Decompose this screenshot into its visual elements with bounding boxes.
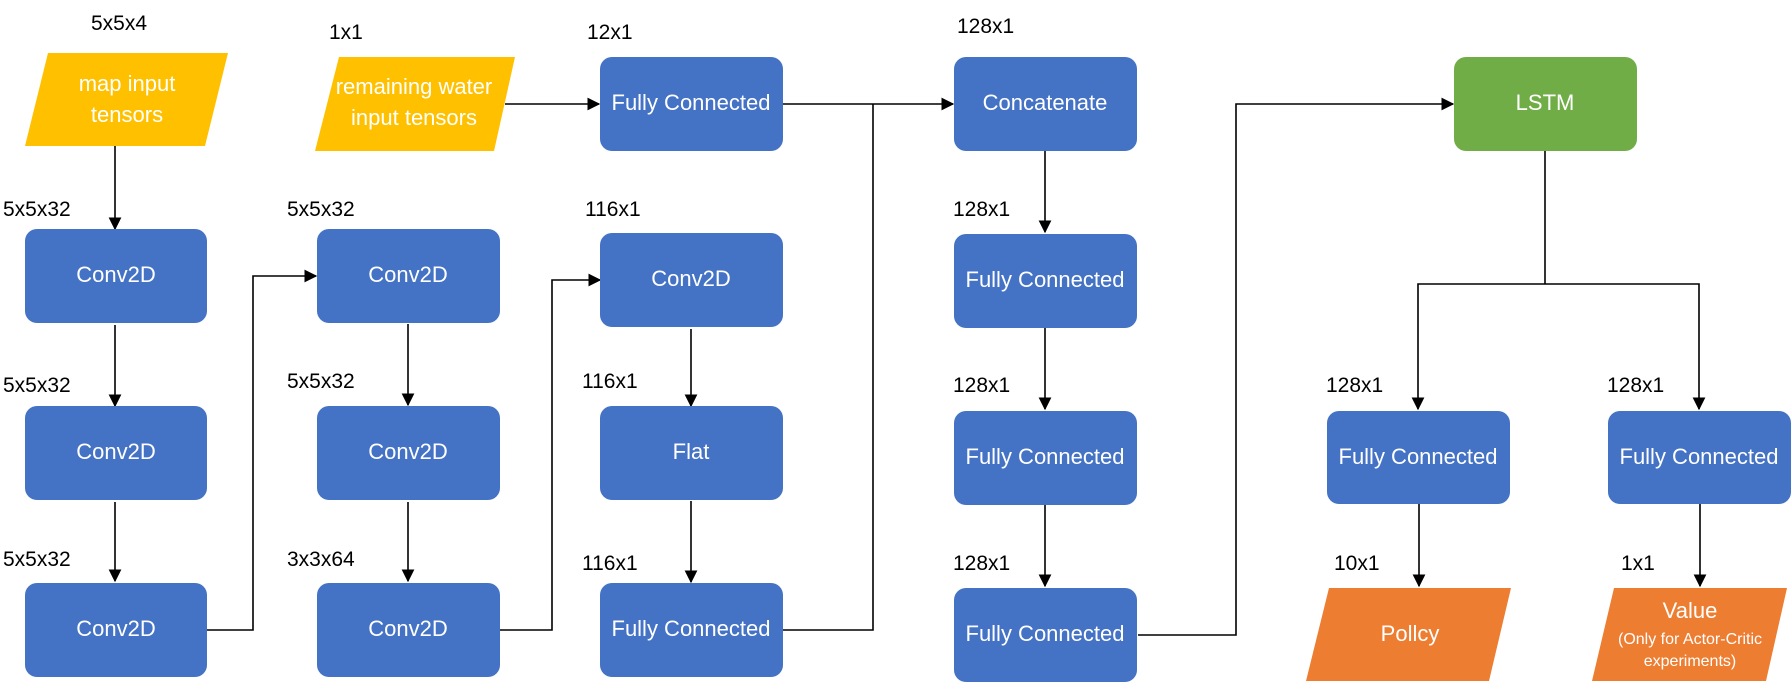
value-output-dim: 1x1 <box>1621 552 1655 575</box>
water-input-shape <box>315 57 515 151</box>
layer-label: Fully Connected <box>966 444 1125 469</box>
col1-layer-1: Conv2D 5x5x32 <box>3 198 207 323</box>
layer-label: Conv2D <box>368 616 447 641</box>
fully-connected-box <box>954 234 1137 328</box>
layer-dim: 116x1 <box>585 198 641 221</box>
layer-label: Fully Connected <box>966 267 1125 292</box>
layer-label: Fully Connected <box>612 616 771 641</box>
value-output-note-line1: (Only for Actor-Critic <box>1618 631 1762 648</box>
concatenate-box <box>954 57 1137 151</box>
conv2d-box <box>25 406 207 500</box>
layer-dim: 128x1 <box>1326 374 1383 397</box>
conv2d-box <box>600 233 783 327</box>
policy-head-fc: Fully Connected 128x1 <box>1326 374 1510 504</box>
conv2d-box <box>25 583 207 677</box>
fully-connected-box <box>600 57 783 151</box>
fully-connected-box <box>954 411 1137 505</box>
policy-output-label: Pollcy <box>1381 621 1440 646</box>
col2-layer-2: Conv2D 5x5x32 <box>287 370 500 500</box>
arrow-c3fc-to-concat <box>783 104 874 631</box>
lstm-label: LSTM <box>1516 90 1575 115</box>
layer-dim: 5x5x32 <box>287 198 355 221</box>
layer-dim: 128x1 <box>1607 374 1664 397</box>
water-input-node: remaining water input tensors 1x1 <box>315 21 515 151</box>
layer-dim: 128x1 <box>953 552 1010 575</box>
map-input-node: map input tensors 5x5x4 <box>25 12 228 146</box>
layer-label: Flat <box>673 439 710 464</box>
layer-label: Conv2D <box>76 262 155 287</box>
layer-label: Fully Connected <box>1339 444 1498 469</box>
water-input-label-line2: input tensors <box>351 105 477 130</box>
col3-layer-conv: Conv2D 116x1 <box>585 198 783 327</box>
value-output-shape <box>1592 588 1787 681</box>
col4-layer-fc1: Fully Connected 128x1 <box>953 198 1137 328</box>
conv2d-box <box>317 406 500 500</box>
layer-label: Concatenate <box>983 90 1108 115</box>
layer-label: Conv2D <box>368 439 447 464</box>
col4-layer-concat: Concatenate 128x1 <box>954 15 1137 151</box>
layer-dim: 128x1 <box>957 15 1014 38</box>
value-output-node: Value (Only for Actor-Critic experiments… <box>1592 552 1787 681</box>
fully-connected-box <box>954 588 1137 682</box>
arrow-lstm-to-policy-fc <box>1411 283 1545 411</box>
layer-dim: 5x5x32 <box>3 198 71 221</box>
arrow-col2-to-col3 <box>500 273 602 631</box>
conv2d-box <box>25 229 207 323</box>
layer-label: Conv2D <box>651 266 730 291</box>
value-output-label: Value <box>1663 598 1718 623</box>
layer-dim: 116x1 <box>582 552 638 575</box>
connectors <box>108 97 1707 636</box>
layer-label: Fully Connected <box>612 90 771 115</box>
policy-output-dim: 10x1 <box>1334 552 1380 575</box>
value-head-fc: Fully Connected 128x1 <box>1607 374 1791 504</box>
col3-layer-flat: Flat 116x1 <box>582 370 783 500</box>
arrow-fc3-to-lstm <box>1138 97 1455 636</box>
layer-dim: 5x5x32 <box>3 548 71 571</box>
conv2d-box <box>317 583 500 677</box>
map-input-dim: 5x5x4 <box>91 12 147 35</box>
water-input-label-line1: remaining water <box>336 74 493 99</box>
layer-label: Fully Connected <box>1620 444 1779 469</box>
fully-connected-box <box>1608 411 1791 504</box>
col3-layer-fc-bottom: Fully Connected 116x1 <box>582 552 783 677</box>
fully-connected-box <box>1327 411 1510 504</box>
col2-layer-1: Conv2D 5x5x32 <box>287 198 500 323</box>
layer-dim: 3x3x64 <box>287 548 355 571</box>
layer-dim: 5x5x32 <box>3 374 71 397</box>
layer-label: Conv2D <box>368 262 447 287</box>
col1-layer-2: Conv2D 5x5x32 <box>3 374 207 500</box>
layer-dim: 128x1 <box>953 198 1010 221</box>
col1-layer-3: Conv2D 5x5x32 <box>3 548 207 677</box>
layer-dim: 5x5x32 <box>287 370 355 393</box>
fully-connected-box <box>600 583 783 677</box>
map-input-label-line1: map input <box>79 71 176 96</box>
layer-label: Conv2D <box>76 616 155 641</box>
map-input-label-line2: tensors <box>91 102 163 127</box>
policy-output-shape <box>1306 588 1511 681</box>
layer-dim: 116x1 <box>582 370 638 393</box>
layer-label: Fully Connected <box>966 621 1125 646</box>
flat-box <box>600 406 783 500</box>
lstm-node: LSTM <box>1454 57 1637 151</box>
arrow-col1-to-col2 <box>207 269 318 631</box>
layer-dim: 12x1 <box>587 21 633 44</box>
water-input-dim: 1x1 <box>329 21 363 44</box>
col2-layer-3: Conv2D 3x3x64 <box>287 548 500 677</box>
col3-layer-fc-top: Fully Connected 12x1 <box>587 21 783 151</box>
col4-layer-fc2: Fully Connected 128x1 <box>953 374 1137 505</box>
arrow-lstm-to-value-fc <box>1545 283 1706 411</box>
layer-dim: 128x1 <box>953 374 1010 397</box>
map-input-shape <box>25 53 228 146</box>
col4-layer-fc3: Fully Connected 128x1 <box>953 552 1137 682</box>
lstm-box <box>1454 57 1637 151</box>
value-output-note-line2: experiments) <box>1644 653 1736 670</box>
conv2d-box <box>317 229 500 323</box>
policy-output-node: Pollcy 10x1 <box>1306 552 1511 681</box>
layer-label: Conv2D <box>76 439 155 464</box>
